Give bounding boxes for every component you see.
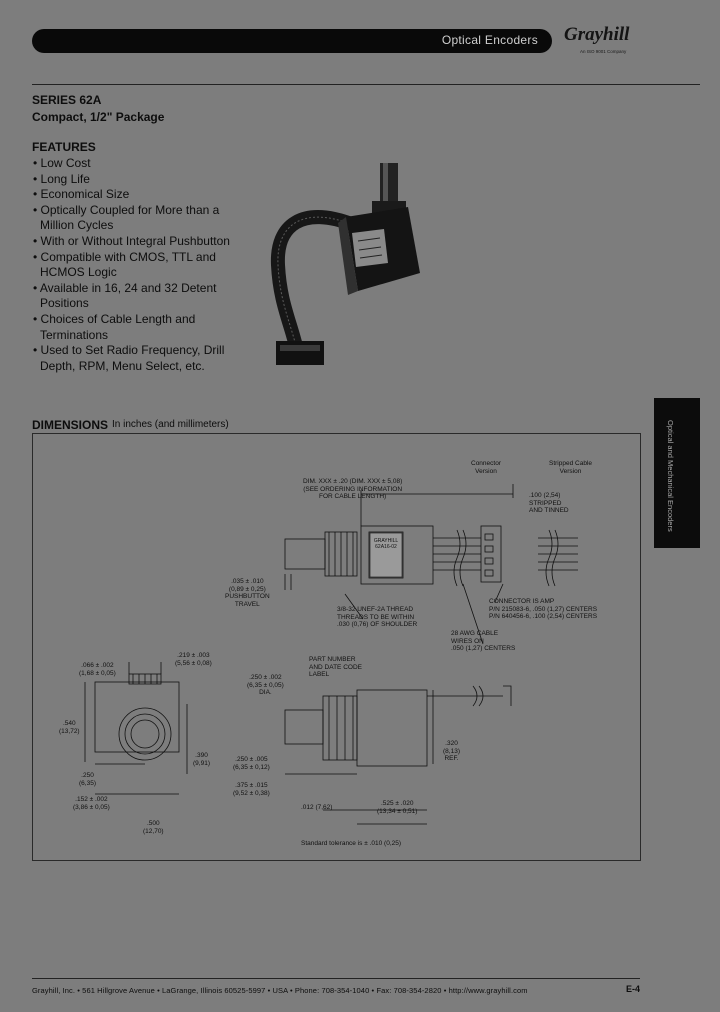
dim-shaft-dia: .250 ± .002 (6,35 ± 0,05) DIA. [247,674,284,696]
dimensions-title: DIMENSIONS [32,418,109,432]
footer-address: Grayhill, Inc. • 561 Hillgrove Avenue • … [32,986,528,995]
page-number: E-4 [626,984,641,994]
dim-219: .219 ± .003 (5,56 ± 0,08) [175,652,212,667]
features-list: • Low Cost • Long Life • Economical Size… [33,156,248,374]
front-body [94,681,180,753]
section-side-tab: Optical and Mechanical Encoders [654,398,700,548]
connector-version-label: Connector Version [471,460,501,475]
dim-500: .500 (12,70) [143,820,164,835]
encoder-product-photo [270,163,420,365]
awg-cable-note: 28 AWG CABLE WIRES ON .050 (1,27) CENTER… [451,630,516,652]
series-subtitle: Compact, 1/2" Package [32,110,165,124]
front-bushing [118,707,172,761]
connector-body [276,341,324,365]
brand-tagline: An ISO 9001 Company [580,49,627,54]
pushbutton-travel-dim: .035 ± .010 (0,89 ± 0,25) PUSHBUTTON TRA… [225,578,270,608]
dim-375: .375 ± .015 (9,52 ± 0,38) [233,782,270,797]
side-body-label-text: GRAYHILL 62A16-02 [373,538,399,550]
cable-length-dim: DIM. XXX ± .20 (DIM. XXX ± 5,08) (SEE OR… [303,478,403,500]
thread-note: 3/8-32 UNEF-2A THREAD THREADS TO BE WITH… [337,606,418,628]
header-banner: Optical Encoders [32,29,552,53]
feature-item: • Economical Size [33,187,130,202]
dimensions-subtitle: In inches (and millimeters) [112,419,229,430]
feature-item: • Optically Coupled for More than a Mill… [33,202,220,233]
bottom-rule [32,978,640,979]
feature-item: • Compatible with CMOS, TTL and HCMOS Lo… [33,249,216,280]
feature-item: • Used to Set Radio Frequency, Drill Dep… [33,343,225,373]
dim-012: .012 (7,62) [301,804,333,811]
dim-066: .066 ± .002 (1,68 ± 0,05) [79,662,116,677]
dim-152: .152 ± .002 (3,86 ± 0,05) [73,796,110,811]
side-body [360,525,434,585]
feature-item: • Choices of Cable Length and Terminatio… [33,311,196,342]
dim-320: .320 (8,13) REF. [443,740,460,762]
connector-outline [480,525,502,583]
side-shaft [284,538,326,570]
series-title: SERIES 62A [32,93,102,107]
dimensions-drawing: Connector Version Stripped Cable Version… [32,433,641,861]
part-number-label-note: PART NUMBER AND DATE CODE LABEL [309,656,362,678]
dim-390: .390 (9,91) [193,752,210,767]
dim-525: .525 ± .020 (13,34 ± 0,51) [377,800,418,815]
dim-250: .250 (6,35) [79,772,96,787]
feature-item: • With or Without Integral Pushbutton [33,233,230,248]
dim-250b: .250 ± .005 (6,35 ± 0,12) [233,756,270,771]
feature-item: • Low Cost [33,156,91,170]
connector-amp-note: CONNECTOR IS AMP P/N 215083-6, .050 (1,2… [489,598,598,620]
top-rule [32,84,700,85]
side-tab-label: Optical and Mechanical Encoders [666,420,675,532]
feature-item: • Long Life [33,171,90,186]
feature-item: • Available in 16, 24 and 32 Detent Posi… [33,280,217,311]
stripped-tinned-dim: .100 (2,54) STRIPPED AND TINNED [529,492,569,514]
bottom-shaft [284,709,324,745]
dim-540: .540 (13,72) [59,720,80,735]
brand-logo: Grayhill [564,24,630,45]
features-title: FEATURES [32,140,96,154]
tolerance-note: Standard tolerance is ± .010 (0,25) [301,840,402,847]
stripped-cable-version-label: Stripped Cable Version [549,460,592,475]
banner-title: Optical Encoders [441,33,538,47]
dimension-linework [84,484,578,825]
bottom-body [356,689,428,767]
